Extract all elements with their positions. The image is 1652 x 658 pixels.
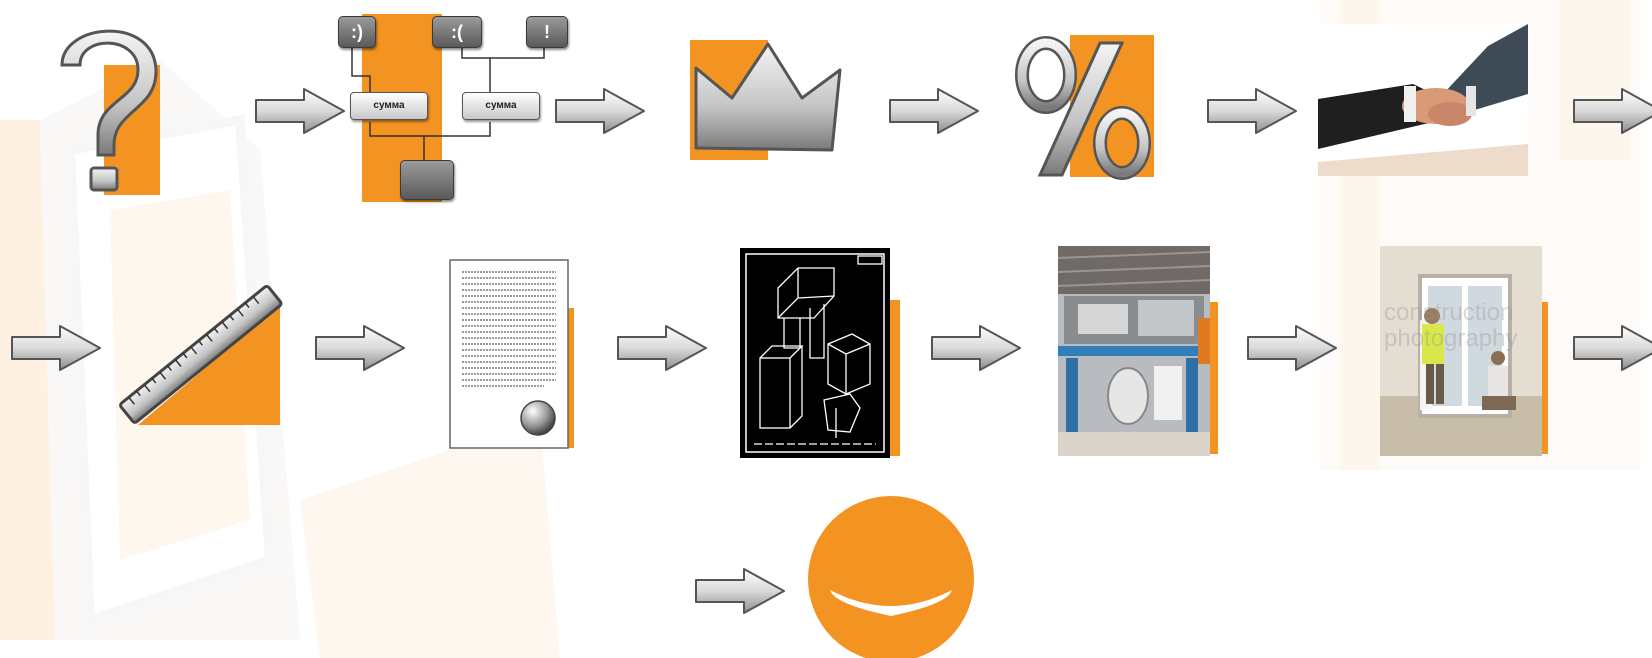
document-step <box>448 258 578 454</box>
smile-icon <box>808 496 974 658</box>
org-chart-step: :) :( ! сумма сумма <box>330 10 590 205</box>
sum-left-box: сумма <box>350 92 428 120</box>
flow-arrow <box>886 85 982 137</box>
crown-step <box>690 40 850 165</box>
handshake-photo <box>1318 24 1528 176</box>
crown-icon <box>690 40 850 165</box>
watermark-line1: construction <box>1384 300 1513 326</box>
flow-arrow <box>614 322 710 374</box>
ruler-step <box>118 285 283 425</box>
question-mark-icon <box>44 15 164 195</box>
alert-box: ! <box>526 16 568 48</box>
percent-icon <box>1010 35 1160 180</box>
flow-arrow <box>552 85 648 137</box>
happy-box: :) <box>338 16 376 48</box>
flow-arrow <box>928 322 1024 374</box>
flow-arrow <box>312 322 408 374</box>
factory-step <box>1058 246 1223 460</box>
flow-arrow <box>1244 322 1340 374</box>
sum-right-box: сумма <box>462 92 540 120</box>
sad-box: :( <box>432 16 482 48</box>
result-box <box>400 160 454 200</box>
installation-step: construction photography <box>1380 246 1552 460</box>
ruler-icon <box>118 285 283 425</box>
question-mark-step <box>44 15 164 195</box>
flow-arrow <box>8 322 104 374</box>
blueprint-step <box>740 248 905 460</box>
flow-arrow <box>692 565 788 617</box>
document-icon <box>448 258 572 454</box>
flow-arrow <box>1204 85 1300 137</box>
flow-arrow <box>1570 85 1652 137</box>
installation-photo: construction photography <box>1380 246 1542 456</box>
watermark-line2: photography <box>1384 326 1517 352</box>
blueprint-drawing <box>740 248 892 460</box>
flow-arrow <box>1570 322 1652 374</box>
percent-step <box>1010 35 1160 180</box>
factory-photo <box>1058 246 1210 456</box>
